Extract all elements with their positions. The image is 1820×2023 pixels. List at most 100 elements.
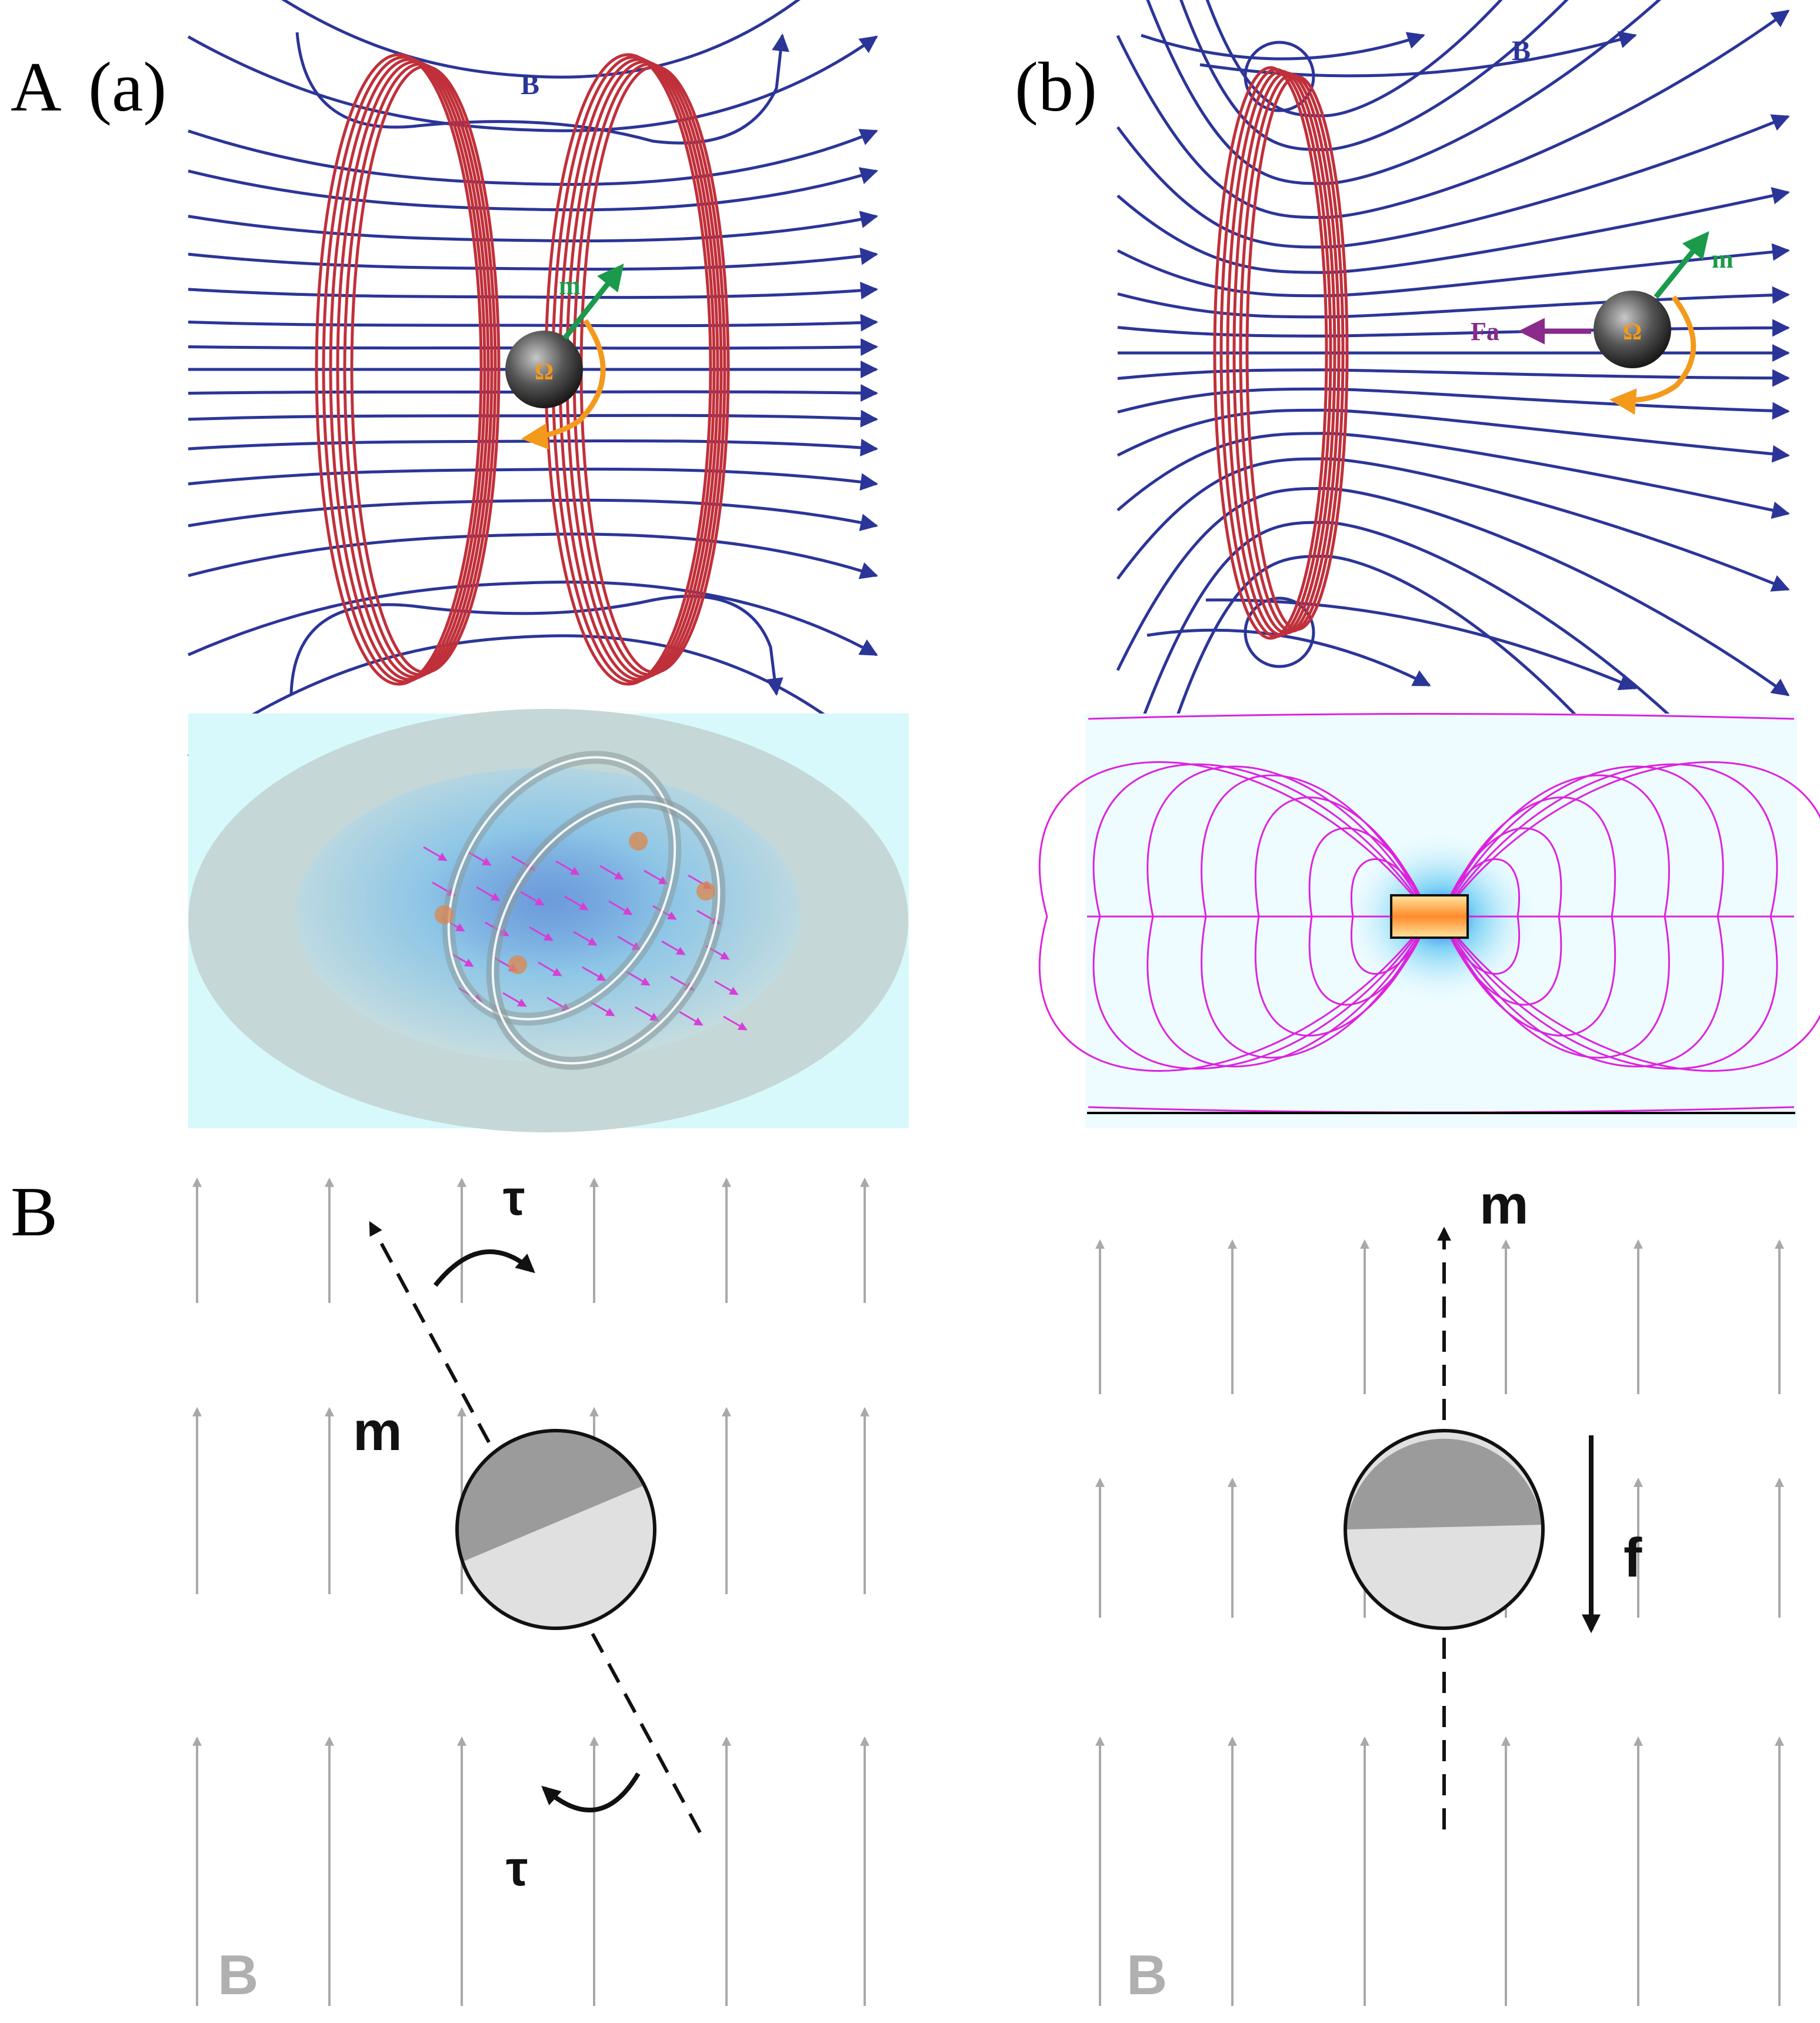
panel-b-coil xyxy=(1213,66,1349,640)
rotation-arrow xyxy=(1609,295,1696,415)
field-line xyxy=(1205,0,1503,118)
helmholtz-rings xyxy=(435,751,726,1070)
field-line xyxy=(187,581,878,656)
rotation-arrow xyxy=(521,319,606,450)
coil-winding xyxy=(343,62,497,676)
field-line xyxy=(187,35,878,132)
field-arrow xyxy=(582,966,606,981)
field-line xyxy=(1116,432,1790,519)
panel-br-force-diagram: m f B xyxy=(1095,1174,1784,2007)
particle-outline xyxy=(1344,1429,1545,1630)
field-line xyxy=(188,314,878,332)
field-arrow xyxy=(564,895,589,911)
panel-bl-torque-diagram: τ τ m B xyxy=(192,1170,869,2007)
panel-label-B: B xyxy=(11,1172,58,1251)
field-arrow xyxy=(635,1006,659,1021)
panel-b-simulation xyxy=(1038,713,1820,1128)
coil-cross-section xyxy=(1390,894,1469,939)
bl-particle xyxy=(455,1429,656,1630)
field-line xyxy=(1117,286,1790,319)
field-loop xyxy=(1244,41,1315,112)
coil-winding xyxy=(1226,69,1336,636)
coil-winding xyxy=(315,53,483,686)
coil-contact xyxy=(435,905,454,924)
moment-label: m xyxy=(559,271,581,300)
field-arrow xyxy=(723,1015,748,1031)
ring-front-highlight xyxy=(491,800,721,1065)
field-arrow xyxy=(661,940,686,955)
panel-b-single-coil-diagram: Ω m Fa B xyxy=(1116,0,1790,1012)
field-label: B xyxy=(1512,35,1531,66)
coil-winding xyxy=(1232,71,1341,635)
field-line xyxy=(1117,368,1790,387)
coil-contact xyxy=(508,955,527,974)
field-arrow xyxy=(502,992,527,1007)
field-line xyxy=(1117,387,1790,420)
field-line xyxy=(188,467,878,491)
field-line xyxy=(188,129,878,186)
field-line xyxy=(289,595,784,696)
omega-label: Ω xyxy=(1623,318,1642,345)
force-label: Fa xyxy=(1471,317,1499,346)
field-line xyxy=(188,247,878,271)
field-line xyxy=(1141,32,1425,61)
panel-label-b: (b) xyxy=(1015,48,1097,126)
field-line xyxy=(1205,598,1637,691)
coil-winding xyxy=(1239,73,1345,633)
ring-back-highlight xyxy=(447,756,676,1021)
contour-line xyxy=(1038,761,1431,1072)
field-arrow xyxy=(573,931,598,946)
contour-line xyxy=(1088,713,1795,720)
moment-arrow xyxy=(562,263,624,340)
field-line xyxy=(1116,186,1790,274)
contour-line xyxy=(1440,761,1820,1072)
field-line xyxy=(1116,243,1790,298)
torque-label-top: τ xyxy=(503,1170,525,1225)
particle-sphere xyxy=(1594,291,1671,368)
field-line xyxy=(188,282,878,299)
field-line xyxy=(188,438,878,456)
field-arrow xyxy=(555,860,580,875)
field-line xyxy=(1179,0,1569,151)
moment-label: m xyxy=(353,1400,402,1462)
field-arrow xyxy=(423,846,448,861)
field-arrow xyxy=(591,1001,615,1017)
omega-label: Ω xyxy=(535,358,554,385)
field-arrow xyxy=(538,961,562,976)
torque-arrow-top xyxy=(433,1249,535,1287)
field-arrow xyxy=(679,1011,704,1026)
moment-label: m xyxy=(1479,1174,1529,1235)
field-arrow xyxy=(599,865,624,880)
field-arrow xyxy=(714,980,739,995)
coil-winding xyxy=(350,65,501,674)
field-arrow xyxy=(626,971,651,986)
coil-winding xyxy=(1219,68,1332,638)
coil-winding xyxy=(336,60,494,679)
field-line xyxy=(188,167,878,212)
field-line xyxy=(188,532,878,579)
moment-label: m xyxy=(1712,245,1734,274)
field-line xyxy=(1116,486,1790,696)
particle-sphere xyxy=(505,331,583,408)
field-line xyxy=(1146,628,1431,687)
panel-label-a: (a) xyxy=(88,48,166,126)
field-arrow xyxy=(476,886,501,901)
field-label: B xyxy=(1126,1944,1167,2007)
particle-dark-half xyxy=(456,1431,644,1562)
simulation-field-contours xyxy=(1038,713,1820,1114)
field-line xyxy=(1117,319,1790,338)
coil-winding xyxy=(322,55,486,684)
coil-contact xyxy=(696,882,715,901)
field-line xyxy=(188,409,878,428)
field-line xyxy=(1116,408,1790,463)
particle-dark-half xyxy=(1346,1438,1542,1529)
field-arrow xyxy=(608,900,633,915)
panel-a-particle: Ω m xyxy=(505,263,624,450)
coil-winding xyxy=(329,58,490,681)
panel-a-simulation xyxy=(188,709,909,1132)
field-arrow xyxy=(644,869,668,885)
coil-contact xyxy=(629,832,648,851)
force-label: f xyxy=(1624,1527,1642,1588)
